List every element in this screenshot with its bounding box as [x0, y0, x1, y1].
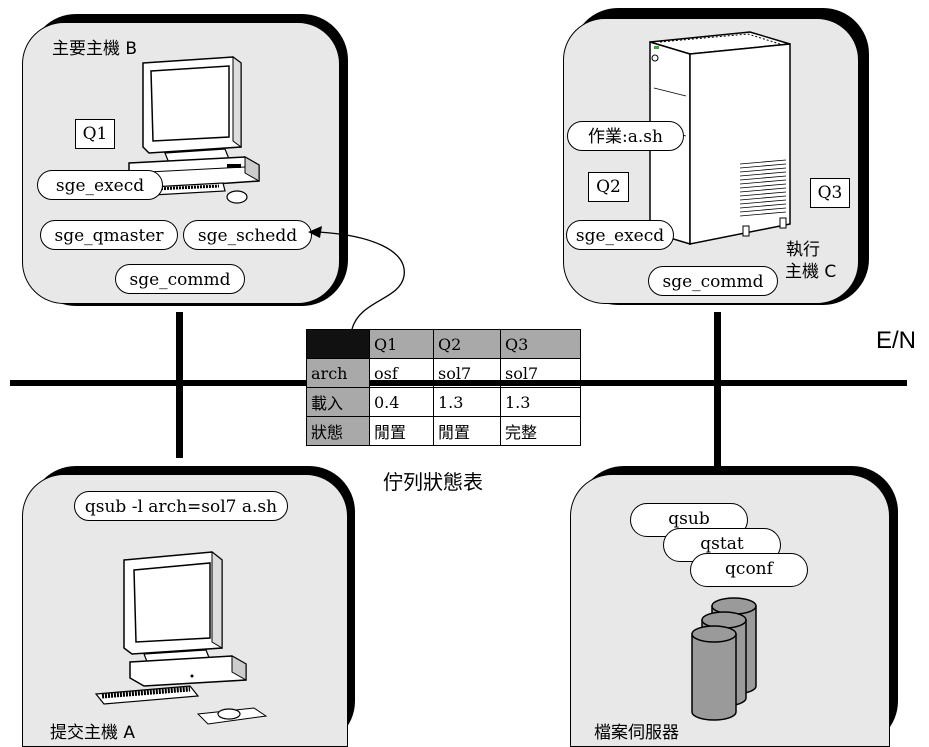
table-corner-cell — [306, 329, 370, 359]
host-c-title-line2: 主機 C — [785, 262, 837, 282]
disk-storage-icon — [691, 597, 757, 721]
host-b-queue-q1: Q1 — [75, 119, 115, 149]
table-cell: 完整 — [500, 416, 581, 446]
table-header-q2: Q2 — [433, 329, 501, 359]
network-label: E/N — [876, 327, 917, 354]
table-cell: 閒置 — [369, 416, 434, 446]
table-row: 狀態 閒置 閒置 完整 — [306, 416, 581, 446]
host-b-sge-schedd: sge_schedd — [183, 220, 312, 250]
host-c-job: 作業:a.sh — [567, 121, 684, 151]
host-b-sge-commd: sge_commd — [115, 264, 245, 294]
host-b-sge-qmaster: sge_qmaster — [40, 220, 178, 250]
program-qconf: qconf — [690, 553, 808, 587]
queue-table-caption: 佇列狀態表 — [383, 470, 483, 494]
table-row-label: 狀態 — [306, 416, 370, 446]
table-cell: osf — [369, 358, 434, 388]
host-c-queue-q3: Q3 — [810, 178, 850, 208]
host-a-command: qsub -l arch=sol7 a.sh — [74, 491, 288, 521]
host-c-queue-q2: Q2 — [588, 172, 629, 202]
table-header-q1: Q1 — [369, 329, 434, 359]
table-cell: sol7 — [433, 358, 501, 388]
table-cell: 1.3 — [500, 387, 581, 417]
table-cell: sol7 — [500, 358, 581, 388]
table-header-q3: Q3 — [500, 329, 581, 359]
table-cell: 1.3 — [433, 387, 501, 417]
table-cell: 0.4 — [369, 387, 434, 417]
table-cell: 閒置 — [433, 416, 501, 446]
table-row: 載入 0.4 1.3 1.3 — [306, 387, 581, 417]
network-drop-host-b — [176, 312, 183, 458]
host-c-title-line1: 執行 — [786, 240, 820, 260]
table-row: arch osf sol7 sol7 — [306, 358, 581, 388]
host-c-sge-commd: sge_commd — [648, 266, 778, 296]
file-server-title: 檔案伺服器 — [594, 723, 679, 743]
host-a-title: 提交主機 A — [50, 723, 136, 743]
network-drop-host-c — [714, 312, 721, 472]
workstation-icon — [94, 550, 268, 725]
table-row-label: arch — [306, 358, 370, 388]
host-b-title: 主要主機 B — [52, 39, 138, 59]
queue-status-table: Q1 Q2 Q3 arch osf sol7 sol7 載入 0.4 1.3 1… — [306, 329, 581, 446]
host-c-sge-execd: sge_execd — [566, 220, 674, 250]
table-row-label: 載入 — [306, 387, 370, 417]
host-b-sge-execd: sge_execd — [37, 170, 163, 200]
